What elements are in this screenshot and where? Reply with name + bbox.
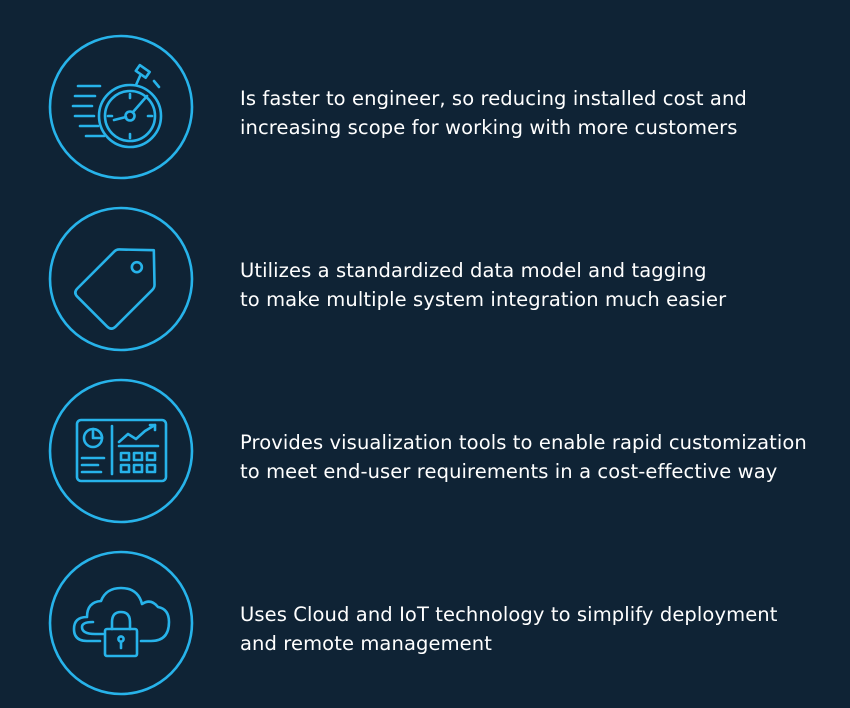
feature-text-line: to make multiple system integration much… bbox=[240, 288, 727, 311]
feature-text-line: Is faster to engineer, so reducing insta… bbox=[240, 87, 747, 110]
feature-description: Uses Cloud and IoT technology to simplif… bbox=[240, 600, 840, 658]
feature-item-faster-engineering: Is faster to engineer, so reducing insta… bbox=[0, 34, 850, 184]
feature-text-line: to meet end-user requirements in a cost-… bbox=[240, 460, 778, 483]
feature-text-line: increasing scope for working with more c… bbox=[240, 116, 738, 139]
feature-item-visualization-tools: Provides visualization tools to enable r… bbox=[0, 378, 850, 528]
feature-item-cloud-iot: Uses Cloud and IoT technology to simplif… bbox=[0, 550, 850, 700]
feature-text-line: Utilizes a standardized data model and t… bbox=[240, 259, 707, 282]
feature-description: Provides visualization tools to enable r… bbox=[240, 428, 840, 486]
feature-text-line: Uses Cloud and IoT technology to simplif… bbox=[240, 603, 778, 626]
stopwatch-icon bbox=[48, 34, 194, 180]
tag-icon bbox=[48, 206, 194, 352]
dashboard-icon bbox=[48, 378, 194, 524]
feature-description: Is faster to engineer, so reducing insta… bbox=[240, 84, 840, 142]
feature-text-line: Provides visualization tools to enable r… bbox=[240, 431, 807, 454]
feature-text-line: and remote management bbox=[240, 632, 492, 655]
feature-item-standardized-data-model: Utilizes a standardized data model and t… bbox=[0, 206, 850, 356]
feature-description: Utilizes a standardized data model and t… bbox=[240, 256, 840, 314]
cloud-lock-icon bbox=[48, 550, 194, 696]
